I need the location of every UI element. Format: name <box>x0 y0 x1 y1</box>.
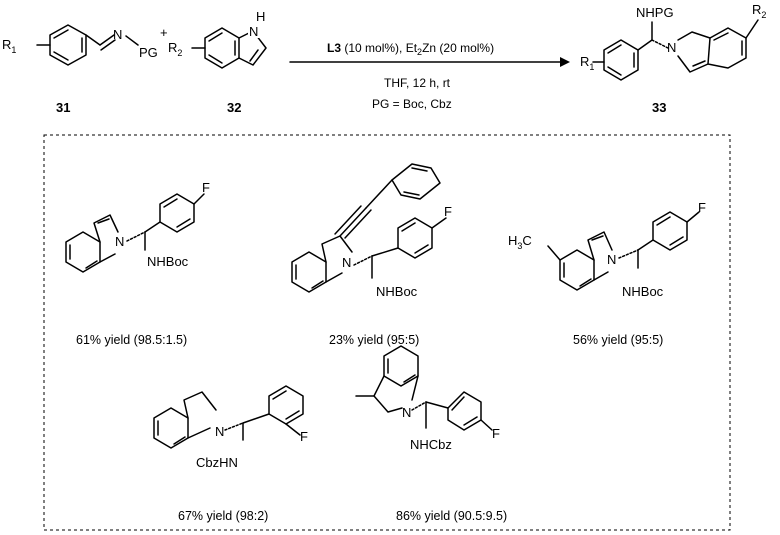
ex2-amine-label: NHBoc <box>376 284 418 299</box>
ex2-caption: 23% yield (95:5) <box>329 333 419 347</box>
ex4-halogen-label: F <box>300 429 308 444</box>
compound-number-31: 31 <box>56 100 70 115</box>
compound-number-32: 32 <box>227 100 241 115</box>
r2-label: R2 <box>168 40 182 58</box>
ex5-caption: 86% yield (90.5:9.5) <box>396 509 507 523</box>
compound-number-33: 33 <box>652 100 666 115</box>
indole-benzo-ring <box>204 27 240 69</box>
benzene-ring <box>49 24 87 66</box>
conditions-line-2: THF, 12 h, rt <box>384 76 451 90</box>
product-r2-label: R2 <box>752 2 766 20</box>
conditions-line-3: PG = Boc, Cbz <box>372 97 452 111</box>
ex4-amine-label: CbzHN <box>196 455 238 470</box>
ex1-n-label: N <box>115 234 124 249</box>
ex2-halogen-label: F <box>444 204 452 219</box>
substrate-scope-box <box>43 134 731 531</box>
plus-sign: + <box>160 25 168 40</box>
ex4-caption: 67% yield (98:2) <box>178 509 268 523</box>
ex5-n-label: N <box>402 405 411 420</box>
product-n-label: N <box>667 40 676 55</box>
ex3-caption: 56% yield (95:5) <box>573 333 663 347</box>
r1-label: R1 <box>2 37 16 55</box>
aryl-ring <box>603 39 639 81</box>
ex3-halogen-label: F <box>698 200 706 215</box>
ex5-halogen-label: F <box>492 426 500 441</box>
ex2-n-label: N <box>342 255 351 270</box>
ex1-halogen-label: F <box>202 180 210 195</box>
indole-h-label: H <box>256 9 265 24</box>
ex5-amine-label: NHCbz <box>410 437 452 452</box>
example-5: N NHCbz F 86% yield (90.5:9.5) <box>355 345 507 523</box>
alkyne-bond <box>339 207 367 237</box>
example-1: N NHBoc F 61% yield (98.5:1.5) <box>65 180 210 347</box>
ex1-caption: 61% yield (98.5:1.5) <box>76 333 187 347</box>
pg-label: PG <box>139 45 158 60</box>
product-r1-label: R1 <box>580 54 594 72</box>
hashed-wedge <box>651 39 669 49</box>
ex3-n-label: N <box>607 252 616 267</box>
ch-bond <box>85 34 101 46</box>
example-4: N CbzHN F 67% yield (98:2) <box>153 385 308 523</box>
example-3: N H3C NHBoc F 56% yield (95:5) <box>508 200 706 347</box>
indole-n-label: N <box>249 24 258 39</box>
example-2: N NHBoc F 23% yield (95:5) <box>291 163 452 347</box>
imine-double-bond <box>99 34 115 46</box>
n-pg-bond <box>125 35 139 46</box>
imine-n-label: N <box>113 27 122 42</box>
reactant-31: R1 N PG + 31 <box>2 24 168 115</box>
reaction-arrow-group: L3 (10 mol%), Et2Zn (20 mol%) THF, 12 h,… <box>289 41 570 111</box>
conditions-line-1: L3 (10 mol%), Et2Zn (20 mol%) <box>327 41 494 57</box>
product-indole-benzo <box>707 27 747 69</box>
arrow-head <box>560 57 570 67</box>
ex4-n-label: N <box>215 424 224 439</box>
product-33: R1 NHPG N R2 33 <box>580 2 766 115</box>
ex3-amine-label: NHBoc <box>622 284 664 299</box>
ex1-amine-label: NHBoc <box>147 254 189 269</box>
product-nhpg-label: NHPG <box>636 5 674 20</box>
reactant-32: N H R2 32 <box>168 9 267 115</box>
ex3-methyl-label: H3C <box>508 233 532 251</box>
